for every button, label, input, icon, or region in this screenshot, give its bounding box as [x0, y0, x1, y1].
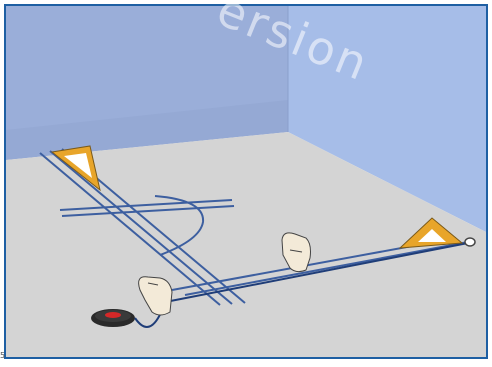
wall-shadow — [6, 100, 288, 160]
carpenter-square-icon-right — [398, 217, 464, 249]
hand-icon-upper — [281, 232, 311, 273]
carpenter-square-icon — [50, 145, 101, 192]
back-wall — [288, 6, 486, 232]
chalk-cross-line — [59, 199, 235, 217]
arc-icon — [154, 195, 205, 256]
page-number: 5 — [0, 351, 6, 360]
hand-icon — [138, 276, 173, 316]
figure-frame — [4, 4, 488, 359]
tape-line — [149, 242, 469, 306]
tape-end-ring — [464, 237, 476, 247]
tape-measure-icon — [91, 309, 135, 327]
floor — [6, 132, 486, 358]
